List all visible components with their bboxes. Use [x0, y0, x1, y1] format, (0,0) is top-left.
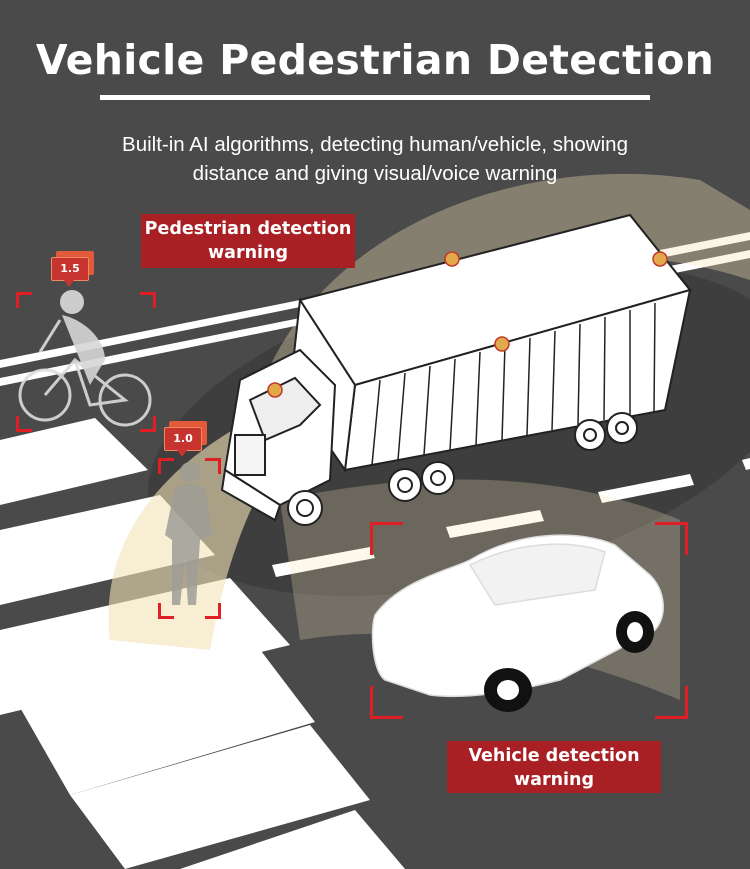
cyclist-frame-corner: [140, 292, 156, 308]
pedestrian-warning-line-1: Pedestrian detection: [144, 219, 352, 239]
subtitle-line-2: distance and giving visual/voice warning: [192, 162, 558, 185]
pedestrian-frame-corner: [205, 603, 221, 619]
cyclist-frame-corner: [16, 416, 32, 432]
camera-sensor-icon: [267, 251, 668, 398]
cyclist-distance-badge: 1.5: [51, 257, 89, 287]
pedestrian-frame-corner: [158, 458, 174, 474]
truck-icon: [220, 213, 692, 526]
pedestrian-warning-line-2: warning: [207, 243, 289, 263]
subtitle-line-1: Built-in AI algorithms, detecting human/…: [122, 133, 628, 156]
vehicle-warning-label: Vehicle detection warning: [447, 741, 661, 793]
car-wheels: [484, 611, 654, 712]
pedestrian-frame-corner: [158, 603, 174, 619]
vehicle-frame-corner: [655, 686, 688, 719]
pedestrian-distance-badge: 1.0: [164, 427, 202, 457]
vehicle-warning-line-1: Vehicle detection: [468, 746, 640, 766]
vehicle-frame-corner: [655, 522, 688, 555]
crosswalk: [0, 418, 405, 869]
vehicle-frame-corner: [370, 522, 403, 555]
cyclist-frame-corner: [16, 292, 32, 308]
title-underline: [100, 95, 650, 100]
lane-markings: [0, 232, 750, 577]
cyclist-frame-corner: [140, 416, 156, 432]
pedestrian-icon: [165, 462, 212, 605]
car-icon: [371, 534, 664, 698]
pedestrian-warning-label: Pedestrian detection warning: [141, 214, 355, 268]
vehicle-warning-line-2: warning: [513, 770, 595, 790]
page-title: Vehicle Pedestrian Detection: [35, 36, 715, 84]
cyclist-icon: [18, 290, 152, 427]
pedestrian-frame-corner: [205, 458, 221, 474]
subtitle: Built-in AI algorithms, detecting human/…: [75, 130, 675, 188]
vehicle-frame-corner: [370, 686, 403, 719]
